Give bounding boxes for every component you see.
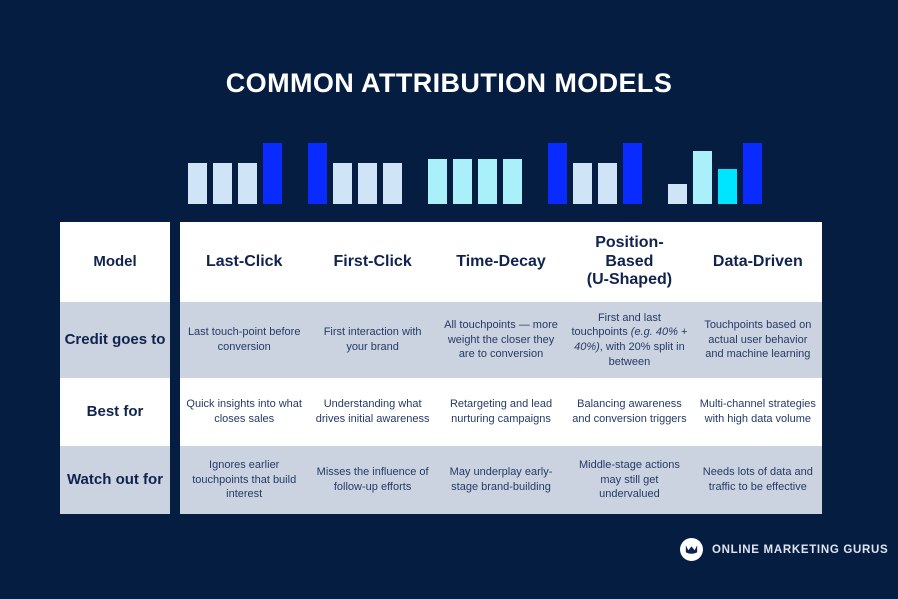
bar-4-1 [548, 143, 567, 204]
bar-5-2 [693, 151, 712, 204]
attribution-bar-chart [188, 126, 826, 204]
table-cell: Quick insights into what closes sales [186, 398, 302, 425]
table-row: Last touch-point before conversion First … [180, 302, 822, 378]
table-cell: All touchpoints — more weight the closer… [444, 319, 558, 361]
bar-2-2 [333, 163, 352, 204]
bar-4-3 [598, 163, 617, 204]
bar-2-4 [383, 163, 402, 204]
bar-1-4 [263, 143, 282, 204]
bar-group-time-decay [428, 126, 522, 204]
table-column-divider [170, 222, 180, 514]
column-header-position-based: Position-Based(U-Shaped) [586, 233, 673, 289]
table-row: Ignores earlier touchpoints that build i… [180, 446, 822, 514]
bar-3-1 [428, 159, 447, 204]
bar-4-4 [623, 143, 642, 204]
omg-circle-logo-icon [680, 538, 703, 561]
table-data-columns: Last-Click First-Click Time-Decay Position-… [180, 222, 822, 514]
bar-5-3 [718, 169, 737, 204]
bar-1-2 [213, 163, 232, 204]
table-header-row: Last-Click First-Click Time-Decay Position-… [180, 222, 822, 302]
table-row-label-column: Model Credit goes to Best for Watch out … [60, 222, 170, 514]
bar-3-3 [478, 159, 497, 204]
table-cell: Misses the influence of follow-up effort… [316, 466, 429, 493]
table-cell: May underplay early-stage brand-building [449, 466, 553, 493]
table-cell: Balancing awareness and conversion trigg… [572, 398, 687, 425]
bar-2-1 [308, 143, 327, 204]
bar-group-first-click [308, 126, 402, 204]
table-row: Quick insights into what closes sales Und… [180, 378, 822, 446]
bar-3-4 [503, 159, 522, 204]
column-header-data-driven: Data-Driven [712, 252, 803, 270]
bar-group-last-click [188, 126, 282, 204]
table-cell: Ignores earlier touchpoints that build i… [192, 459, 297, 501]
bar-group-data-driven [668, 126, 762, 204]
page-title: COMMON ATTRIBUTION MODELS [225, 68, 673, 98]
column-header-time-decay: Time-Decay [456, 252, 546, 270]
table-cell: Needs lots of data and traffic to be eff… [702, 466, 813, 493]
brand-logo: ONLINE MARKETING GURUS [680, 538, 888, 561]
row-label-watch-out-for: Watch out for [60, 446, 170, 514]
bar-1-3 [238, 163, 257, 204]
attribution-comparison-table: Model Credit goes to Best for Watch out … [60, 222, 822, 514]
row-label-credit-goes-to: Credit goes to [60, 302, 170, 378]
column-header-last-click: Last-Click [205, 252, 283, 270]
bar-2-3 [358, 163, 377, 204]
table-cell: Middle-stage actions may still get under… [578, 459, 680, 501]
bar-4-2 [573, 163, 592, 204]
table-cell: First and last touchpoints (e.g. 40% + 4… [571, 311, 688, 368]
column-header-first-click: First-Click [333, 252, 412, 270]
table-cell: First interaction with your brand [323, 326, 422, 353]
bar-5-4 [743, 143, 762, 204]
bar-group-position-based-u-shaped [548, 126, 642, 204]
bar-1-1 [188, 163, 207, 204]
bar-5-1 [668, 184, 687, 204]
row-label-best-for: Best for [60, 378, 170, 446]
row-label-model: Model [60, 222, 170, 302]
table-cell: Touchpoints based on actual user behavio… [704, 319, 812, 361]
brand-logo-text: ONLINE MARKETING GURUS [712, 543, 889, 556]
table-cell: Retargeting and lead nurturing campaigns [449, 398, 553, 425]
table-cell: Understanding what drives initial awaren… [315, 398, 430, 425]
table-cell: Last touch-point before conversion [187, 326, 301, 353]
bar-3-2 [453, 159, 472, 204]
table-cell: Multi-channel strategies with high data … [699, 398, 816, 425]
